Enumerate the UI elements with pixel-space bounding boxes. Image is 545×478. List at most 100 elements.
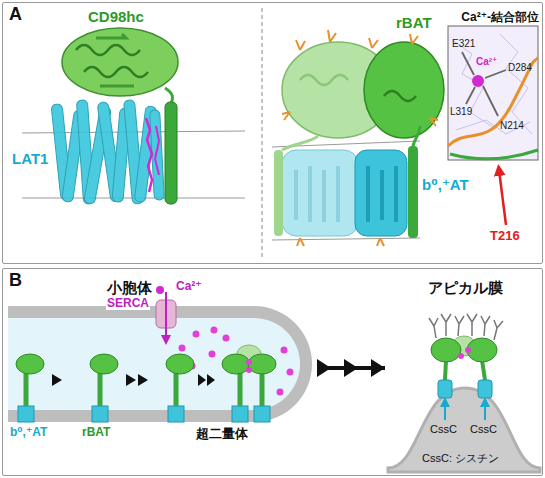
transporter-complex <box>168 406 184 422</box>
step-arrow <box>52 374 215 386</box>
protein-label: rBAT <box>82 425 110 439</box>
protein-structure <box>297 238 304 246</box>
region-title: Ca²⁺-結合部位 <box>461 9 539 26</box>
transporter-complex <box>16 354 44 374</box>
protein-structure <box>282 112 290 120</box>
region-title: アピカル膜 <box>428 279 503 298</box>
protein-structure <box>408 146 418 238</box>
binding-site-inset <box>452 34 532 134</box>
transporter-complex <box>24 372 29 406</box>
protein-structure <box>430 118 438 126</box>
mutation-label: T216 <box>490 228 520 244</box>
calcium-ion <box>179 327 294 396</box>
substrate-label: CssC <box>470 423 497 436</box>
ion-label: Ca²⁺ <box>476 56 497 68</box>
binding-site-inset <box>448 58 538 146</box>
step-arrow <box>198 374 206 386</box>
apical-membrane <box>494 320 503 340</box>
serca-pump <box>156 286 176 340</box>
residue-label: D284 <box>508 62 532 74</box>
serca-pump <box>156 286 164 294</box>
protein-structure <box>369 38 378 48</box>
binding-site-inset <box>485 70 506 78</box>
apical-membrane <box>388 314 540 472</box>
protein-structure <box>384 91 416 101</box>
protein-structure <box>165 102 177 204</box>
protein-structure <box>51 28 178 204</box>
organelle-region: 小胞体 <box>9 277 315 429</box>
protein-structure <box>62 28 178 96</box>
protein-structure <box>282 150 358 236</box>
vesicle-membrane <box>8 318 300 410</box>
calcium-ion <box>211 327 218 334</box>
protein-structure <box>274 150 283 236</box>
step-arrow <box>52 374 62 386</box>
apical-membrane <box>429 318 438 338</box>
protein-structure <box>297 238 384 246</box>
apical-membrane <box>465 347 471 353</box>
inset-box: Ca²⁺-結合部位 <box>437 5 541 163</box>
protein-structure <box>364 42 444 138</box>
calcium-ion <box>281 347 288 354</box>
apical-membrane <box>467 314 477 336</box>
protein-label: CD98hc <box>88 8 144 26</box>
protein-label: b⁰,⁺AT <box>10 425 47 439</box>
protein-structure <box>328 30 336 42</box>
step-arrow <box>126 374 136 386</box>
protein-structure <box>377 238 384 246</box>
apical-membrane <box>429 314 503 340</box>
calcium-ion <box>179 345 186 352</box>
pointer-arrow <box>499 170 506 225</box>
panel-frame: B小胞体 アピカル膜 <box>2 268 543 476</box>
protein-label: rBAT <box>396 14 432 32</box>
membrane-line <box>272 238 420 240</box>
apical-membrane <box>467 338 497 362</box>
protein-structure <box>300 75 348 85</box>
protein-structure <box>410 34 418 44</box>
apical-membrane <box>441 314 451 336</box>
transporter-complex <box>254 406 270 422</box>
complex-label: 超二量体 <box>196 426 248 442</box>
protein-structure <box>296 166 338 222</box>
protein-structure <box>84 67 148 77</box>
residue-label: E321 <box>452 38 475 50</box>
substrate-label: CssC <box>430 423 457 436</box>
protein-structure <box>146 118 152 192</box>
apical-membrane <box>438 380 452 398</box>
protein-structure <box>96 34 134 86</box>
protein-structure <box>368 166 396 222</box>
calcium-ion <box>277 389 284 396</box>
panel-letter: B <box>9 270 22 291</box>
protein-label: b⁰,⁺AT <box>422 176 469 194</box>
apical-membrane <box>482 360 485 380</box>
apical-membrane <box>484 402 486 420</box>
protein-structure <box>76 45 140 55</box>
ion-label: Ca²⁺ <box>176 279 202 293</box>
residue-label: N214 <box>500 120 524 132</box>
transporter-complex <box>16 345 276 422</box>
binding-site-inset <box>448 26 538 160</box>
protein-structure <box>155 126 159 175</box>
membrane-region: アピカル膜 <box>389 277 541 473</box>
transporter-complex <box>222 354 250 374</box>
footnote: CssC: シスチン <box>422 452 499 465</box>
apical-membrane <box>388 388 540 472</box>
calcium-ion <box>223 335 230 342</box>
flow-arrow <box>317 366 385 370</box>
transporter-complex <box>232 406 248 422</box>
transporter-complex <box>248 354 276 374</box>
transporter-complex <box>238 372 243 406</box>
step-arrow <box>207 374 215 386</box>
binding-site-inset <box>462 52 474 75</box>
serca-pump <box>165 292 167 340</box>
apical-membrane <box>431 338 461 362</box>
step-arrow <box>138 374 148 386</box>
transporter-complex <box>98 372 103 406</box>
protein-structure <box>355 150 407 236</box>
protein-structure <box>51 100 164 205</box>
protein-structure <box>282 30 438 126</box>
apical-membrane <box>481 316 490 336</box>
transporter-complex <box>174 372 179 406</box>
binding-site-inset <box>450 150 538 159</box>
